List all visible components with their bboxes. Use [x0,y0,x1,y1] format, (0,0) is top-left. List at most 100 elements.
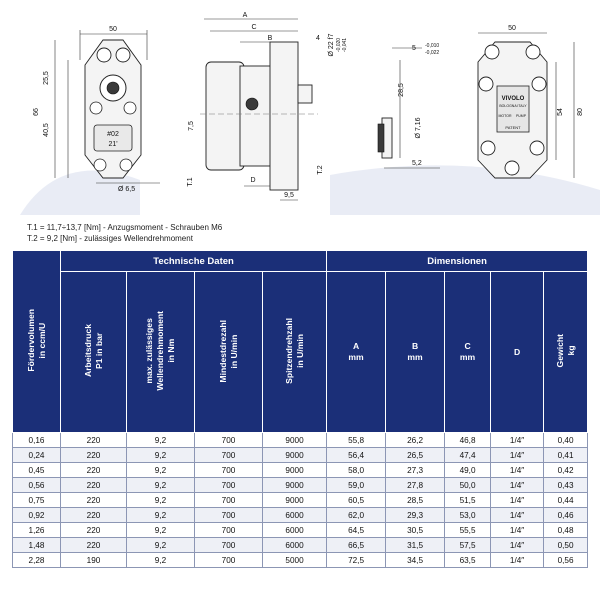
table-cell: 700 [194,537,263,553]
note-t2: T.2 = 9,2 [Nm] - zulässiges Wellendrehmo… [27,234,193,243]
side-flange [269,41,299,191]
drawing-svg: #02 21' 50 25,5 66 40,5 Ø 6,5 A C B 4 Ø … [20,12,600,215]
table-cell: 9,2 [126,492,195,508]
table-cell: 56,4 [326,447,387,463]
technical-drawing: #02 21' 50 25,5 66 40,5 Ø 6,5 A C B 4 Ø … [0,0,600,215]
side-95-label: 9,5 [284,192,294,199]
back-hole-ml [478,76,494,92]
back-view: VIVOLO BOLOGNA ITALY MOTOR PUMP PATENT 5… [477,25,584,179]
watermark-shape [330,165,600,215]
back-hole-mr [531,76,547,92]
side-shaft-label: Ø 22 f7 [328,33,335,56]
key-tol-bot: -0,022 [425,50,439,56]
table-cell: 0,44 [543,492,589,508]
table-cell: 700 [194,462,263,478]
side-body-rear [205,61,245,171]
table-cell: 700 [194,492,263,508]
table-cell: 9,2 [126,447,195,463]
side-B-label: B [268,35,273,42]
table-cell: 62,0 [326,507,387,523]
table-cell: 220 [60,462,127,478]
table-cell: 1/4″ [490,477,545,493]
table-cell: 57,5 [444,537,492,553]
table-cell: 0,41 [543,447,589,463]
side-four-label: 4 [316,35,320,42]
table-cell: 58,0 [326,462,387,478]
table-cell: 0,45 [12,462,61,478]
key-716-label: Ø 7,16 [415,117,422,138]
front-hole-ml [89,101,103,115]
table-cell: 700 [194,447,263,463]
table-cell: 0,56 [12,477,61,493]
table-cell: 700 [194,552,263,568]
back-h-inner: 54 [557,108,564,116]
front-hole-bl [93,158,107,172]
table-cell: 220 [60,447,127,463]
front-tag-1: #02 [107,131,119,138]
back-hole-br [529,140,545,156]
table-cell: 26,5 [385,447,446,463]
table-cell: 31,5 [385,537,446,553]
table-cell: 9,2 [126,462,195,478]
table-cell: 30,5 [385,522,446,538]
table-cell: 0,50 [543,537,589,553]
table-cell: 63,5 [444,552,492,568]
table-cell: 55,8 [326,432,387,448]
table-cell: 1/4″ [490,447,545,463]
front-htotal-label: 66 [33,108,40,116]
table-cell: 6000 [261,507,328,523]
table-cell: 34,5 [385,552,446,568]
key-tol-top: -0,010 [425,43,439,49]
table-cell: 0,48 [543,522,589,538]
table-cell: 6000 [261,522,328,538]
table-cell: 220 [60,537,127,553]
torque-notes: T.1 = 11,7÷13,7 [Nm] - Anzugsmoment - Sc… [27,222,222,244]
table-cell: 1,48 [12,537,61,553]
table-cell: 0,56 [543,552,589,568]
back-pump: PUMP [516,114,527,118]
table-cell: 1,26 [12,522,61,538]
header-group-tech: Technische Daten [59,250,328,272]
front-bolt-label: Ø 6,5 [118,186,135,193]
table-cell: 220 [60,507,127,523]
back-hole-tr [525,44,541,60]
front-hole-tl [96,47,112,63]
table-cell: 1/4″ [490,507,545,523]
table-cell: 27,8 [385,477,446,493]
front-view: #02 21' 50 25,5 66 40,5 Ø 6,5 [33,26,160,193]
table-cell: 9000 [261,447,328,463]
front-hole-br [119,158,133,172]
table-cell: 0,43 [543,477,589,493]
back-width-label: 50 [508,25,516,32]
table-cell: 60,5 [326,492,387,508]
back-brand: VIVOLO [502,96,525,102]
table-cell: 9,2 [126,507,195,523]
front-hole-tr [115,47,131,63]
table-cell: 55,5 [444,522,492,538]
note-t1: T.1 = 11,7÷13,7 [Nm] - Anzugsmoment - Sc… [27,223,223,232]
key-five-label: 5 [412,45,416,52]
table-cell: 700 [194,507,263,523]
table-cell: 47,4 [444,447,492,463]
front-label-plate [93,124,133,152]
table-cell: 26,2 [385,432,446,448]
side-T2-label: T.2 [317,165,324,174]
key-52-label: 5,2 [412,160,422,167]
side-shaft-tol-bot: -0,041 [342,38,348,52]
table-cell: 9,2 [126,552,195,568]
table-cell: 28,5 [385,492,446,508]
table-cell: 1/4″ [490,492,545,508]
table-cell: 6000 [261,537,328,553]
table-cell: 59,0 [326,477,387,493]
